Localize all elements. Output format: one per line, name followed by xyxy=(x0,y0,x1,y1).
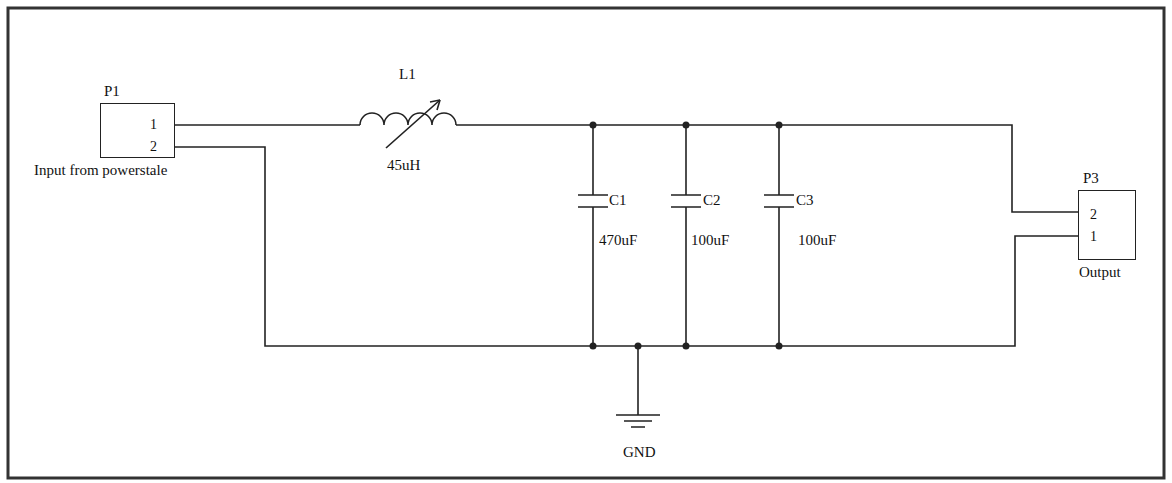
ground-symbol xyxy=(616,346,660,427)
junction-dot xyxy=(776,122,783,129)
variable-arrow xyxy=(386,100,440,148)
part-name: C1 xyxy=(608,193,628,208)
pin-number: 2 xyxy=(149,140,158,154)
variable-arrowhead xyxy=(430,100,440,110)
ground-wire xyxy=(175,147,1078,346)
connector-caption: Output xyxy=(1078,265,1122,280)
output-wire xyxy=(456,125,1078,212)
capacitor-symbol xyxy=(764,125,794,346)
pin-number: 2 xyxy=(1089,208,1098,222)
part-value: 45uH xyxy=(386,158,421,173)
junction-dot xyxy=(683,122,690,129)
frame xyxy=(8,8,1164,478)
connector-caption: Input from powerstale xyxy=(33,163,168,178)
part-value: 100uF xyxy=(690,233,730,248)
connector-name: P3 xyxy=(1082,171,1100,186)
pin-number: 1 xyxy=(1089,230,1098,244)
part-name: C3 xyxy=(795,193,815,208)
part-name: L1 xyxy=(398,67,417,82)
pin-number: 1 xyxy=(149,118,158,132)
inductor-symbol xyxy=(360,113,456,125)
part-value: 470uF xyxy=(598,233,638,248)
part-value: 100uF xyxy=(797,233,837,248)
input-connector: P112 xyxy=(100,103,175,158)
junction-dot xyxy=(590,122,597,129)
connector-name: P1 xyxy=(103,84,121,99)
net-name: GND xyxy=(622,445,657,460)
input-wire xyxy=(175,124,360,126)
output-connector: P321 xyxy=(1078,190,1136,260)
part-name: C2 xyxy=(702,193,722,208)
